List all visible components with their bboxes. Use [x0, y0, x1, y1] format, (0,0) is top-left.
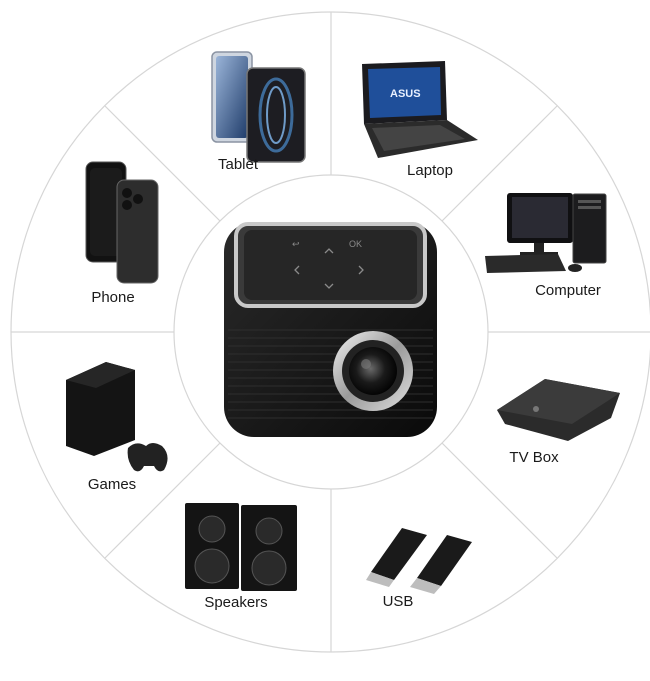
touch-arrows-icon	[294, 248, 364, 289]
back-button-glyph: ↩	[292, 239, 300, 249]
tv-box-icon	[497, 379, 620, 441]
tablet-icon	[211, 51, 306, 163]
speakers-icon	[185, 503, 297, 591]
ok-button-label: OK	[349, 239, 362, 249]
usb-drive-icon	[366, 528, 472, 594]
label-speakers: Speakers	[204, 594, 268, 611]
label-tablet: Tablet	[217, 156, 259, 173]
desktop-computer-icon	[485, 193, 607, 273]
smartphone-icon	[85, 161, 159, 284]
mini-projector-image: ↩ OK	[224, 222, 437, 437]
laptop-icon: ASUS	[362, 61, 478, 158]
label-computer: Computer	[535, 282, 601, 299]
label-games: Games	[87, 476, 137, 493]
laptop-brand-text: ASUS	[390, 88, 421, 100]
label-laptop: Laptop	[407, 162, 453, 179]
label-usb: USB	[382, 593, 414, 610]
label-tv-box: TV Box	[509, 449, 559, 466]
wheel-outline	[10, 11, 650, 653]
game-console-icon	[66, 362, 168, 472]
label-phone: Phone	[91, 289, 135, 306]
